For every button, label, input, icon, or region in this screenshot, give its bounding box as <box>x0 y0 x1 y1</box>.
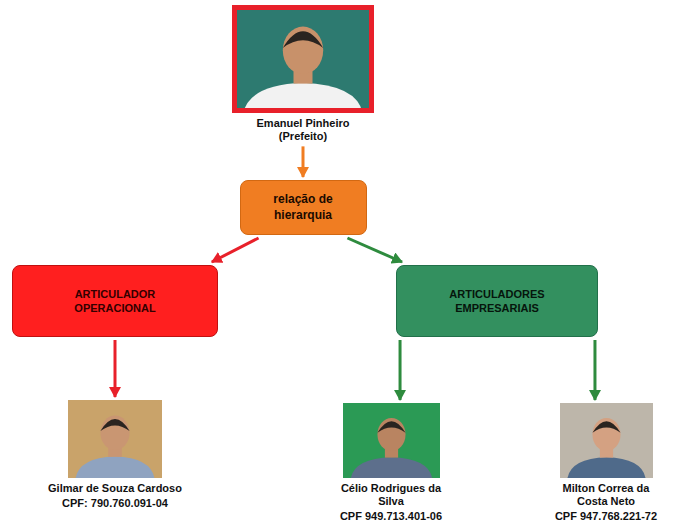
person-id: CPF 947.768.221-72 <box>541 510 671 523</box>
portrait-head <box>377 418 405 451</box>
photo-frame <box>235 8 372 111</box>
portrait-photo <box>343 403 440 478</box>
portrait-shoulders <box>350 457 431 478</box>
hierarchy-arrow <box>212 238 259 262</box>
person-name: Milton Correa da Costa Neto <box>554 482 659 508</box>
box-label: relação de hierarquia <box>256 192 351 223</box>
person-card: Milton Correa da Costa NetoCPF 947.768.2… <box>541 403 671 524</box>
person-name: Emanuel Pinheiro (Prefeito) <box>246 117 361 143</box>
photo-background <box>232 5 374 113</box>
person-name: Célio Rodrigues da Silva <box>336 482 446 508</box>
portrait-photo <box>560 403 653 478</box>
person-card: Gilmar de Souza CardosoCPF: 790.760.091-… <box>28 400 203 510</box>
portrait-photo <box>232 5 374 113</box>
box-label: ARTICULADOR OPERACIONAL <box>50 287 180 316</box>
hierarchy-arrow <box>302 146 305 177</box>
person-card: Célio Rodrigues da SilvaCPF 949.713.401-… <box>326 403 456 524</box>
portrait-hair <box>100 419 129 431</box>
portrait-head <box>592 418 620 451</box>
portrait-hair <box>377 421 405 433</box>
portrait-hair <box>592 421 620 433</box>
role-box: ARTICULADOR OPERACIONAL <box>12 265 218 337</box>
hierarchy-arrow <box>399 340 402 400</box>
portrait-head <box>283 27 323 75</box>
box-label: ARTICULADORES EMPRESARIAIS <box>427 287 567 316</box>
hierarchy-arrow <box>347 238 402 262</box>
portrait-head <box>100 416 129 450</box>
portrait-shoulders <box>567 457 645 478</box>
hierarchy-arrow <box>593 340 596 400</box>
photo-background <box>560 403 653 478</box>
portrait-shoulders <box>76 456 155 478</box>
person-id: CPF 949.713.401-06 <box>326 510 456 523</box>
person-name: Gilmar de Souza Cardoso <box>28 482 203 495</box>
role-box: relação de hierarquia <box>240 180 367 235</box>
hierarchy-arrow <box>114 340 117 397</box>
person-card: Emanuel Pinheiro (Prefeito) <box>218 5 388 143</box>
portrait-photo <box>68 400 162 478</box>
person-id: CPF: 790.760.091-04 <box>28 497 203 510</box>
photo-background <box>68 400 162 478</box>
role-box: ARTICULADORES EMPRESARIAIS <box>396 265 598 337</box>
photo-background <box>343 403 440 478</box>
portrait-hair <box>283 31 323 48</box>
